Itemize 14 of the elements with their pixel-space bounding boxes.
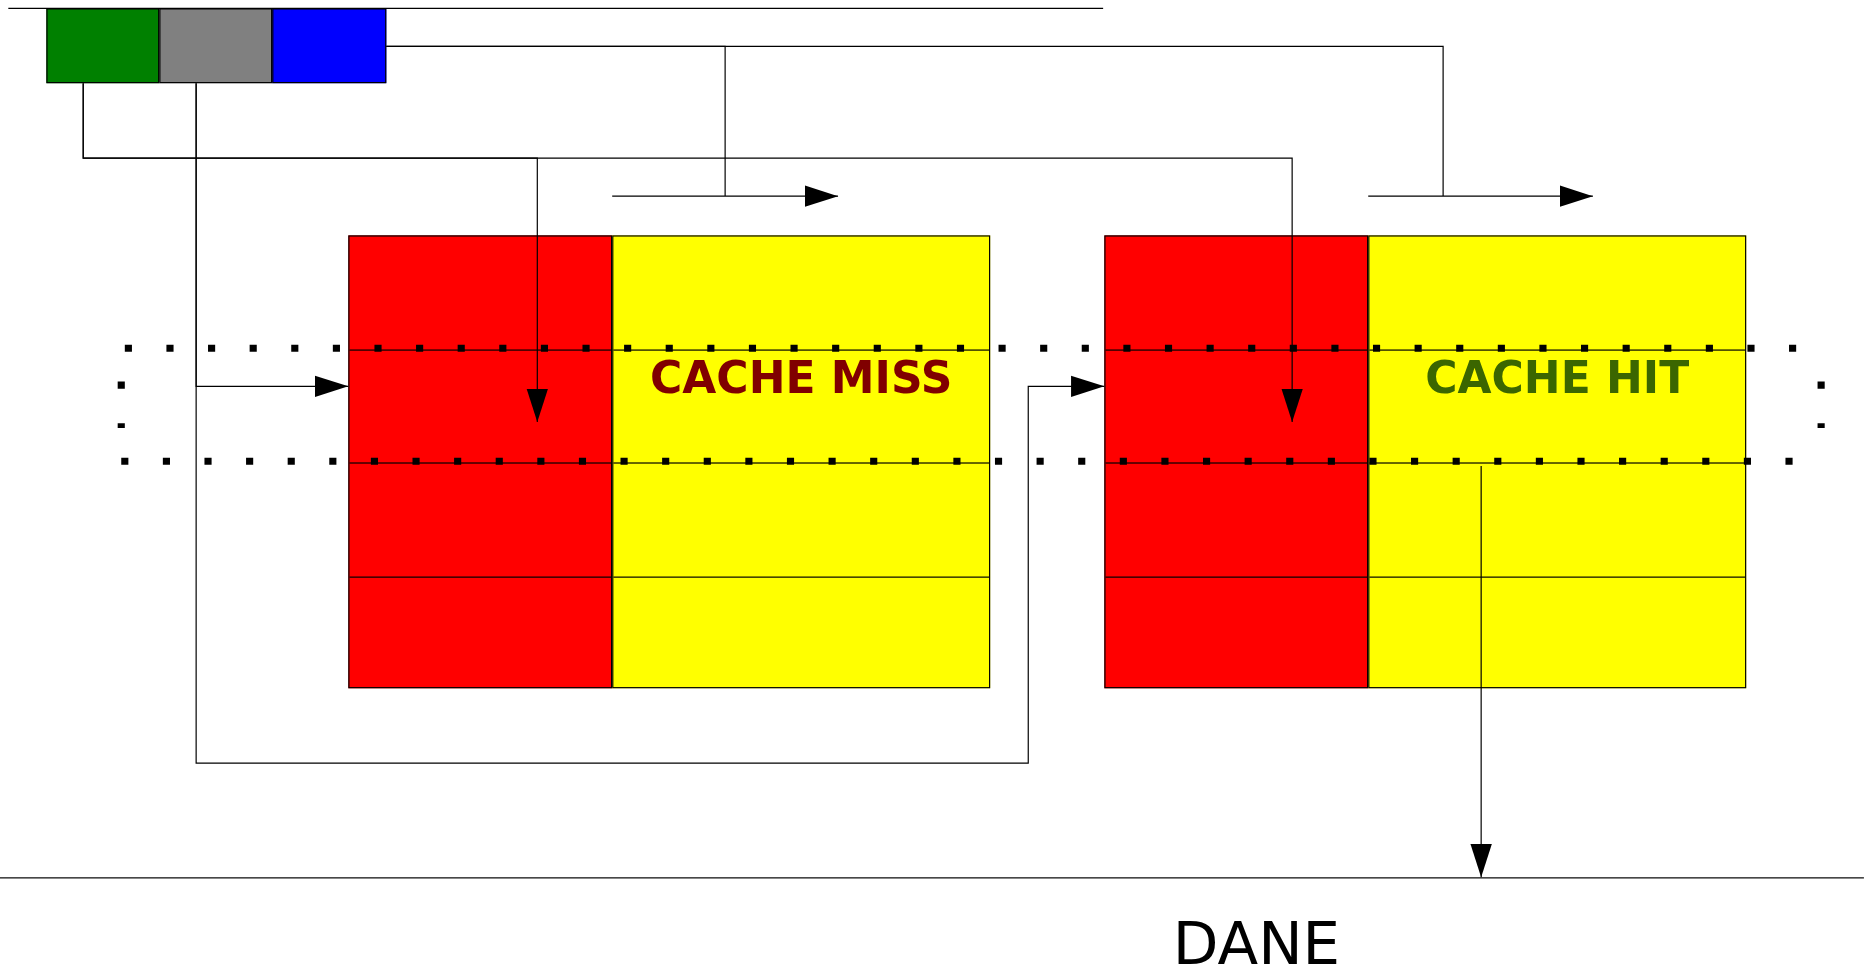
address-field [159, 8, 273, 84]
data-array [1368, 235, 1747, 689]
status-label: CACHE MISS [649, 352, 954, 407]
arrow [1470, 465, 1492, 878]
bus-label: DANE [1171, 909, 1342, 970]
tag-array [348, 235, 613, 689]
address-field [272, 8, 387, 84]
data-array [612, 235, 991, 689]
tag-array [1104, 235, 1369, 689]
arrow [195, 82, 1105, 764]
status-label: CACHE HIT [1424, 352, 1691, 407]
arrow [82, 82, 1303, 423]
arrow [385, 45, 1594, 207]
address-field [46, 8, 160, 84]
